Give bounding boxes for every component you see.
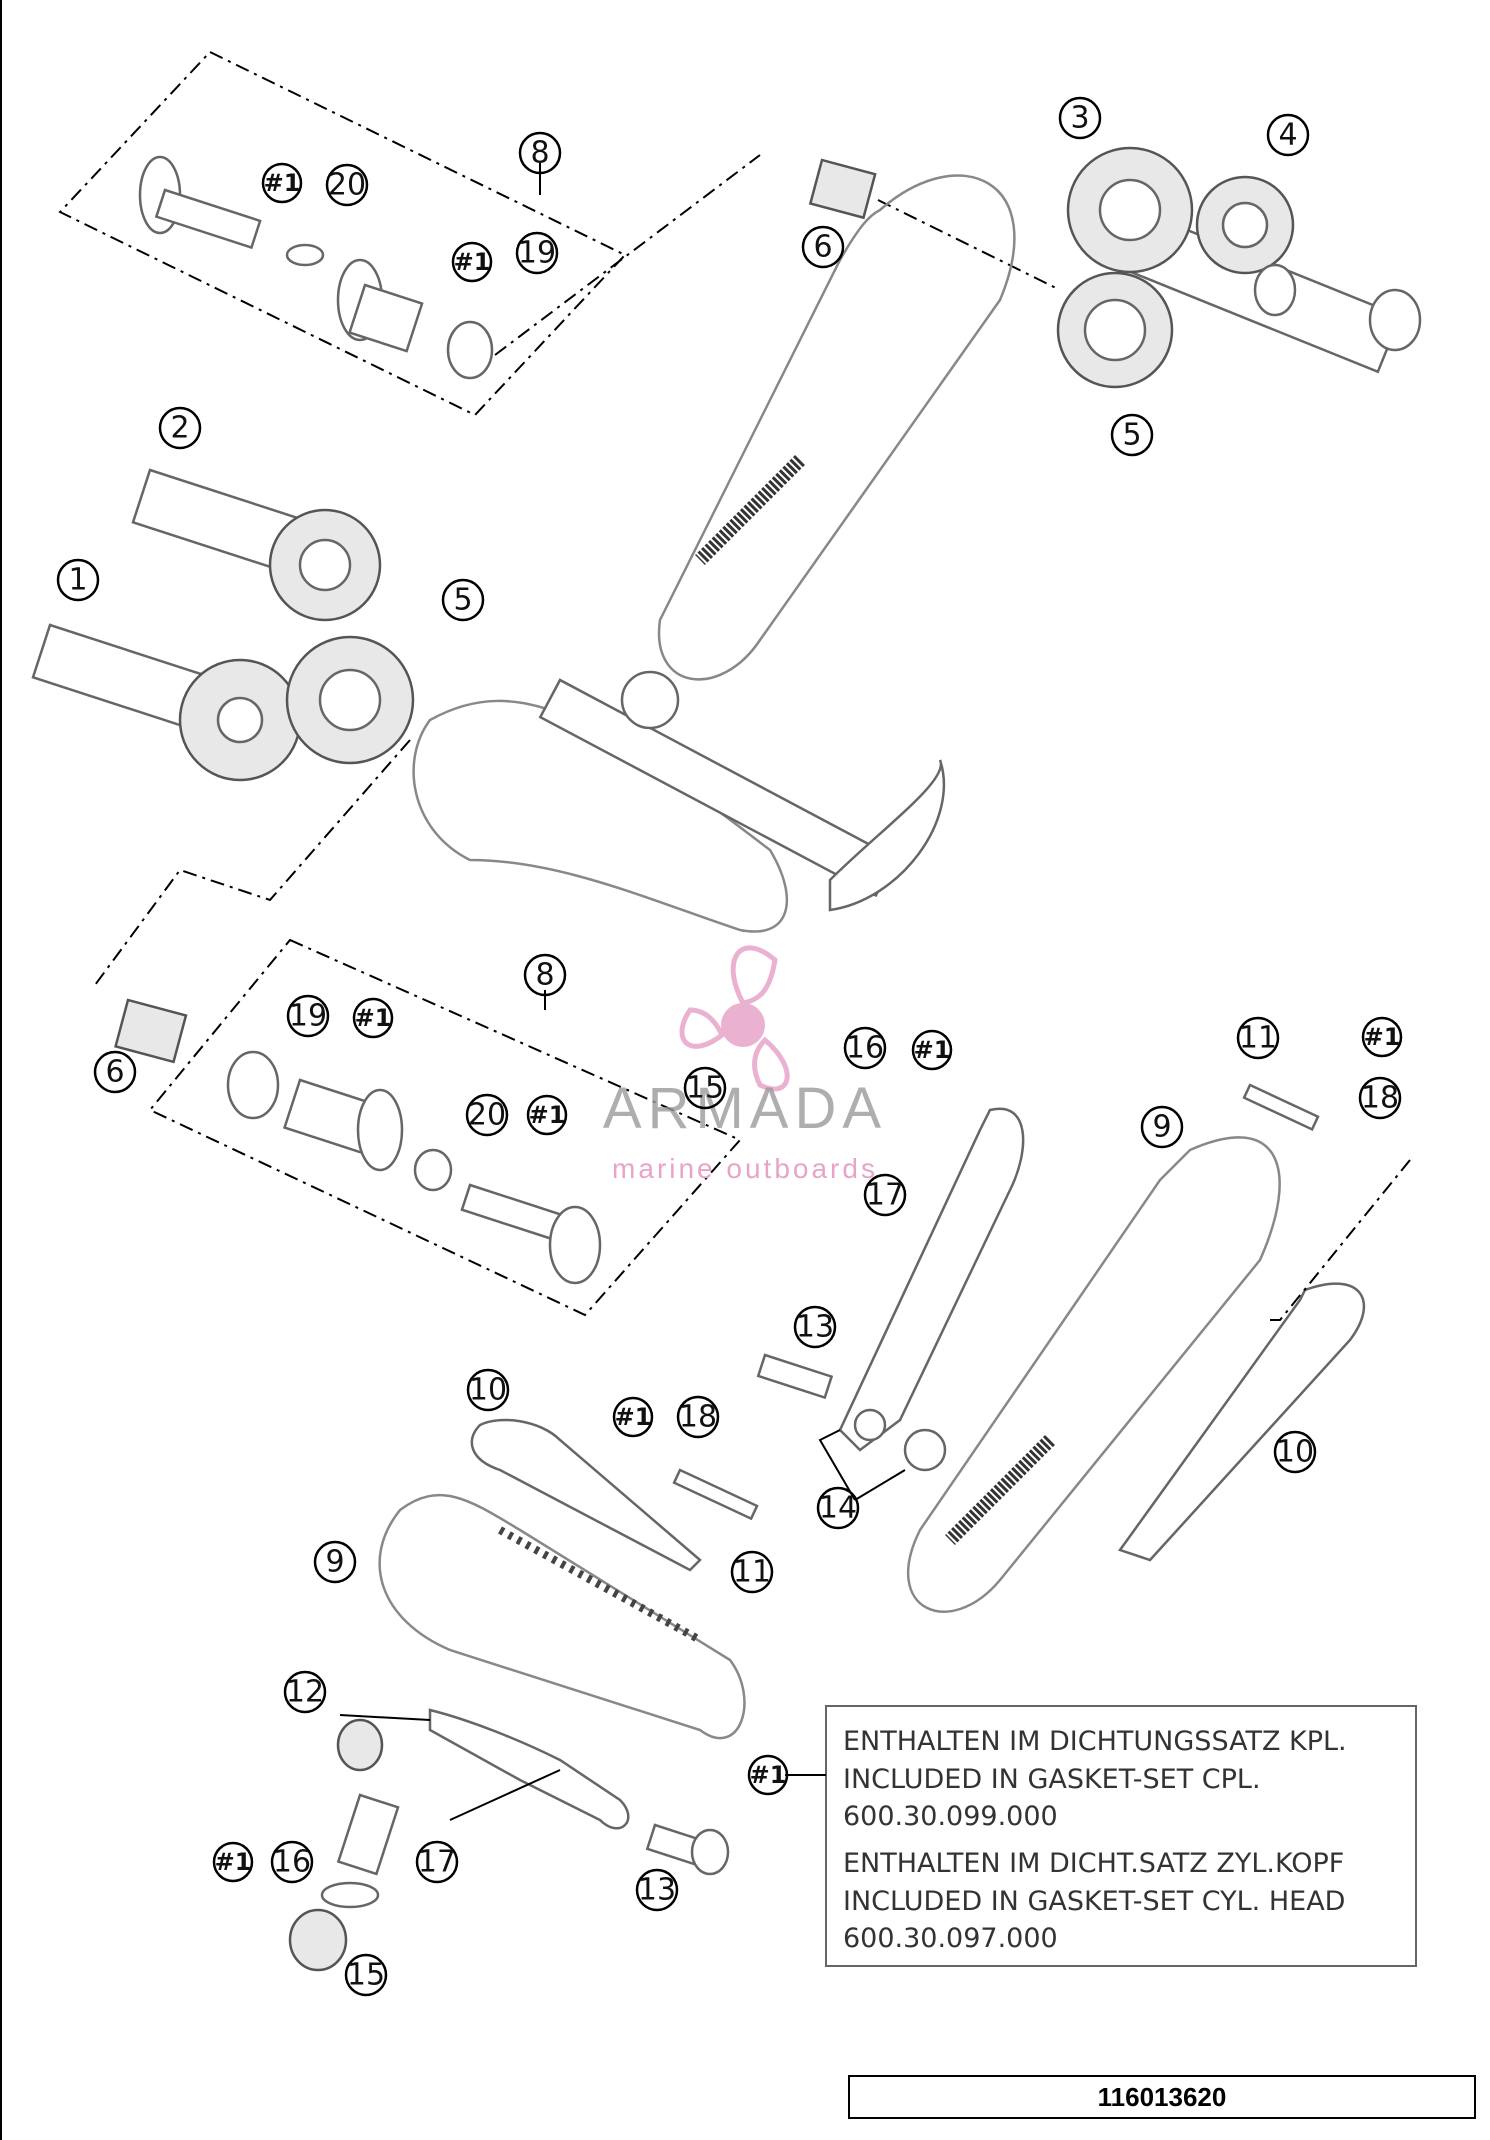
- hash-ref-7: #1: [615, 1403, 652, 1431]
- left-frame-line: [0, 0, 2, 2140]
- callout-12: 12: [286, 1675, 324, 1710]
- callout-10-right: 10: [1276, 1435, 1314, 1470]
- callout-3: 3: [1070, 101, 1089, 136]
- legend-line-2: INCLUDED IN GASKET-SET CPL.: [843, 1764, 1261, 1795]
- hash-ref-3: #1: [355, 1004, 392, 1032]
- legend-line-4: ENTHALTEN IM DICHT.SATZ ZYL.KOPF: [843, 1848, 1344, 1879]
- watermark-logo: [679, 945, 790, 1092]
- hash-ref-1: #1: [264, 169, 301, 197]
- callout-17-lower: 17: [418, 1845, 456, 1880]
- tensioner-rail: [838, 1107, 1025, 1452]
- callout-1: 1: [68, 563, 87, 598]
- timing-chain-upper: [657, 174, 1016, 681]
- sprocket-6-upper: [808, 158, 877, 220]
- legend-line-6: 600.30.097.000: [843, 1923, 1058, 1954]
- hash-ref-5: #1: [914, 1036, 951, 1064]
- watermark-brand: ARMADA: [603, 1076, 887, 1141]
- legend-box: ENTHALTEN IM DICHTUNGSSATZ KPL. INCLUDED…: [785, 1705, 1417, 1967]
- callout-18-left: 18: [679, 1400, 717, 1435]
- callout-17-upper: 17: [866, 1178, 904, 1213]
- callout-5-right: 5: [1122, 418, 1141, 453]
- callout-20-upper: 20: [328, 168, 366, 203]
- hash-ref-2: #1: [454, 248, 491, 276]
- callout-19-upper: 19: [518, 236, 556, 271]
- part-number: 116013620: [1097, 2081, 1227, 2112]
- legend-line-3: 600.30.099.000: [843, 1801, 1058, 1832]
- hash-ref-8: #1: [215, 1848, 252, 1876]
- legend-line-5: INCLUDED IN GASKET-SET CYL. HEAD: [843, 1886, 1345, 1917]
- chain-guide-lower-left: [288, 1418, 759, 1972]
- callout-20-middle: 20: [468, 1098, 506, 1133]
- callout-18-right: 18: [1361, 1081, 1399, 1116]
- camshaft-left: [31, 468, 415, 986]
- hash-ref-legend: #1: [750, 1761, 787, 1789]
- part-number-box: 116013620: [848, 2075, 1476, 2119]
- hash-ref-4: #1: [529, 1101, 566, 1129]
- kit-box-8-upper: [58, 50, 761, 417]
- chain-guide-right: [906, 1083, 1411, 1613]
- callout-5-left: 5: [453, 583, 472, 618]
- kit-box-8-middle: [148, 938, 742, 1317]
- callout-15-upper: 15: [686, 1071, 724, 1106]
- callout-11-left: 11: [733, 1555, 771, 1590]
- callout-16-lower: 16: [273, 1845, 311, 1880]
- watermark-tagline: marine outboards: [612, 1153, 878, 1184]
- callout-8-middle: 8: [535, 958, 554, 993]
- callout-11-right: 11: [1239, 1021, 1277, 1056]
- callout-13-lower: 13: [638, 1873, 676, 1908]
- camshaft-upper-right: [877, 146, 1422, 389]
- callout-15-lower: 15: [347, 1958, 385, 1993]
- hash-ref-6: #1: [1364, 1023, 1401, 1051]
- callout-19-middle: 19: [289, 999, 327, 1034]
- callout-10-left: 10: [469, 1373, 507, 1408]
- callout-6-upper: 6: [813, 230, 832, 265]
- legend-line-1: ENTHALTEN IM DICHTUNGSSATZ KPL.: [843, 1726, 1347, 1757]
- callouts: [56, 96, 1402, 1997]
- sprocket-6-lower: [114, 998, 188, 1064]
- callout-4: 4: [1278, 118, 1297, 153]
- crankshaft: [538, 670, 946, 912]
- hash-ref-circles: [212, 162, 1403, 1883]
- callout-2: 2: [170, 411, 189, 446]
- callout-6-lower: 6: [105, 1055, 124, 1090]
- callout-16-upper: 16: [846, 1031, 884, 1066]
- callout-8-upper: 8: [530, 136, 549, 171]
- callout-9-left: 9: [325, 1545, 344, 1580]
- callout-14: 14: [819, 1491, 857, 1526]
- callout-13-upper: 13: [796, 1310, 834, 1345]
- callout-9-right: 9: [1152, 1110, 1171, 1145]
